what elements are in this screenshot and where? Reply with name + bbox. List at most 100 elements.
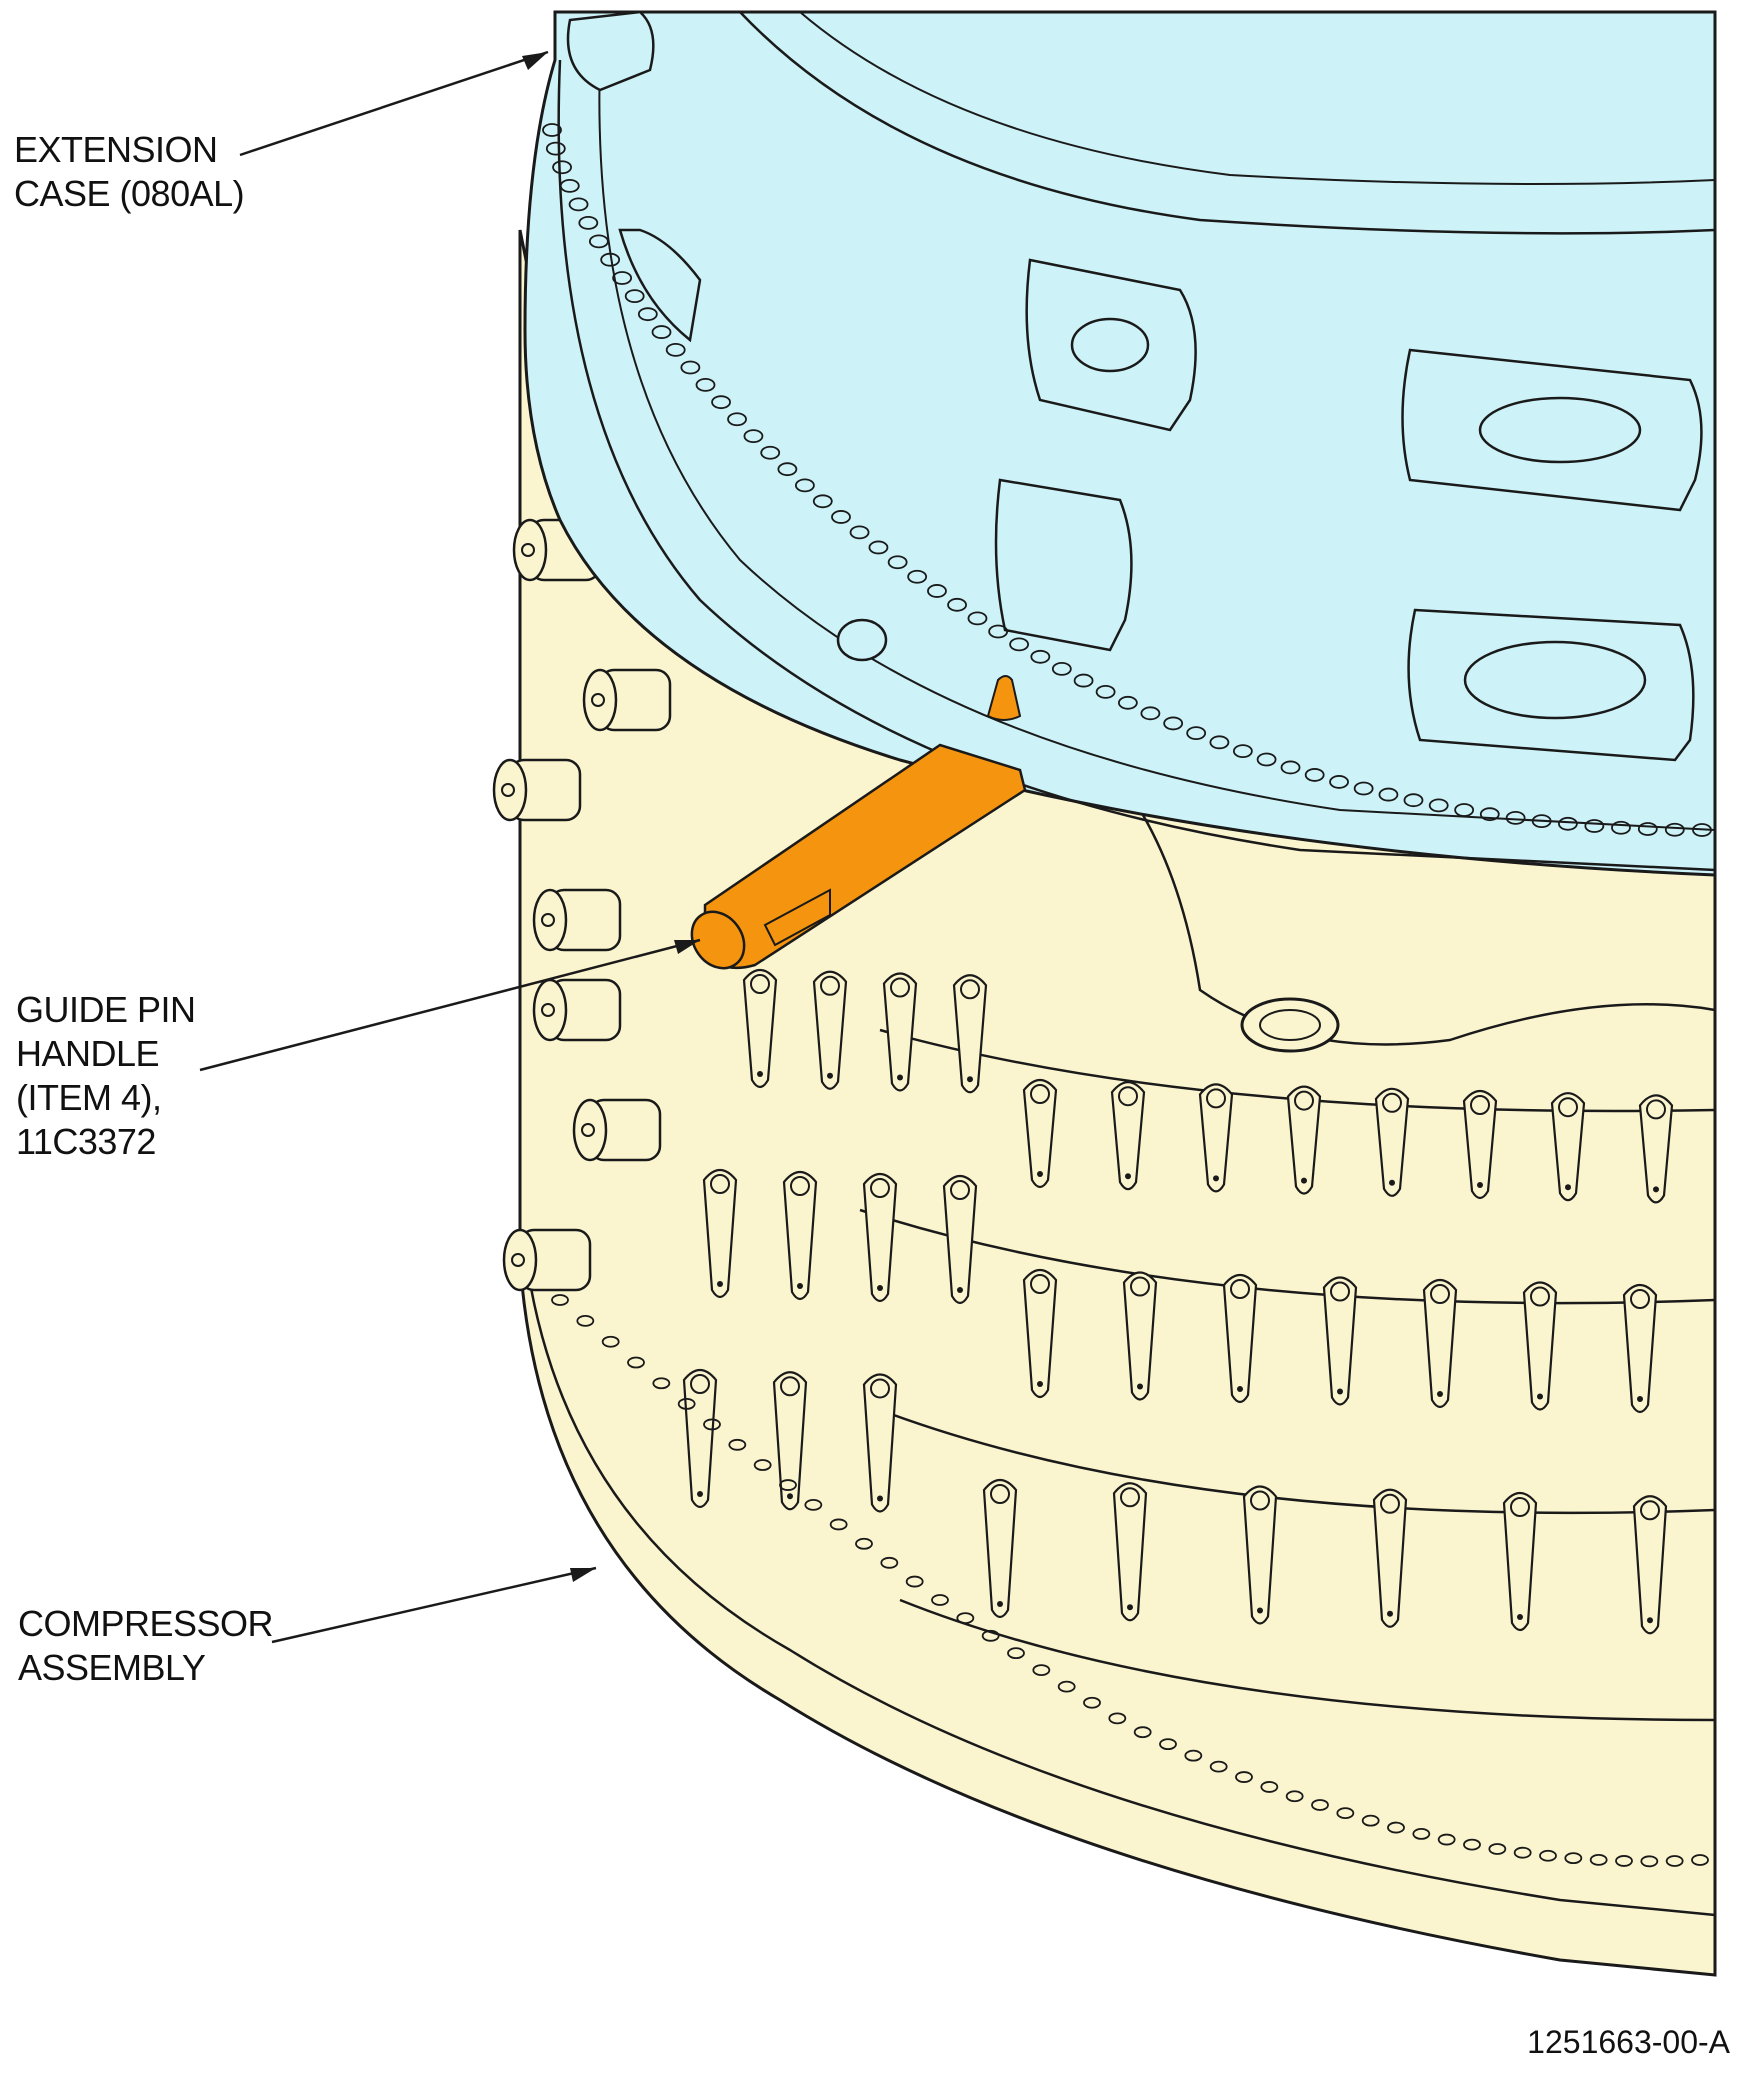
lever-pin-hole: [797, 1283, 803, 1289]
lever-arm: [772, 1371, 808, 1511]
lever-pin-hole: [1477, 1182, 1483, 1188]
lever-nut: [870, 1378, 890, 1399]
lever-arm: [1110, 1081, 1146, 1191]
actuator-bore: [541, 1003, 555, 1017]
lever-pin-hole: [1237, 1386, 1243, 1392]
case-bolt-hole: [1095, 684, 1116, 699]
lever-pin-hole: [787, 1493, 793, 1500]
flange-bolt-hole: [1387, 1821, 1405, 1834]
flange-bolt-hole: [931, 1594, 949, 1606]
lever-arm: [1322, 1276, 1358, 1406]
case-bolt-hole: [1117, 695, 1138, 710]
flange-bolt-hole: [905, 1575, 924, 1588]
lever-pin-hole: [1301, 1177, 1307, 1184]
lever-arm: [862, 1373, 898, 1513]
lever-arm: [952, 974, 988, 1094]
flange-bolt-hole: [956, 1612, 975, 1624]
case-bolt-hole: [868, 540, 889, 555]
lever-arm: [1502, 1491, 1538, 1632]
case-bolt-hole: [711, 395, 731, 410]
leader-lines: [199, 50, 701, 1644]
flange-bolt-hole: [1437, 1833, 1456, 1846]
mounting-pad: [1401, 348, 1703, 512]
flange-bolt-hole: [1564, 1852, 1583, 1865]
flange-bolt-hole: [804, 1498, 823, 1511]
boss-fitting-inner: [1259, 1009, 1321, 1041]
case-bolt-hole: [1051, 661, 1072, 676]
case-bolt-hole: [578, 216, 599, 230]
lever-nut: [890, 977, 910, 998]
flange-bolt-hole: [855, 1537, 873, 1550]
lever-nut: [960, 979, 980, 1000]
case-bolt-hole: [1611, 820, 1631, 835]
lever-arm: [1198, 1083, 1234, 1193]
case-bolt-hole: [849, 525, 870, 540]
guide-pin-handle: [690, 675, 1027, 970]
lever-arm: [882, 972, 918, 1092]
case-bolt-hole: [1531, 814, 1552, 828]
actuator-end-cap: [512, 518, 548, 582]
actuator-bore: [521, 543, 535, 557]
flange-bolt-hole: [981, 1629, 1000, 1642]
label-extension-case: EXTENSION CASE (080AL): [14, 129, 245, 214]
actuator-end-cap: [582, 668, 618, 732]
lever-pin-hole: [827, 1072, 833, 1079]
actuator-end-cap: [492, 758, 528, 822]
flange-bolt-hole: [1209, 1760, 1228, 1773]
lever-arm: [1638, 1094, 1674, 1204]
flange-bolt-hole: [1488, 1843, 1507, 1855]
lever-pin-hole: [1537, 1393, 1543, 1400]
case-bolt-hole: [1403, 793, 1424, 808]
lever-pin-hole: [1337, 1388, 1343, 1395]
lever-pin-hole: [1137, 1383, 1143, 1390]
lever-nut: [1470, 1095, 1490, 1115]
lever-pin-hole: [717, 1281, 723, 1287]
lever-nut: [1030, 1274, 1050, 1294]
flange-bolt-hole: [1083, 1696, 1101, 1709]
case-bolt-hole: [1428, 798, 1449, 813]
case-bolt-hole: [1454, 803, 1475, 817]
lever-pin-hole: [1387, 1610, 1393, 1617]
flange-bolt-hole: [1513, 1846, 1532, 1859]
flange-bolt-hole: [779, 1479, 797, 1491]
flange-bolt-hole: [1463, 1838, 1481, 1851]
lever-pin-hole: [1257, 1607, 1263, 1614]
case-bolt-hole: [1209, 735, 1230, 750]
lever-pin-hole: [1653, 1186, 1659, 1193]
lever-arm: [782, 1170, 818, 1301]
flange-bolt-hole: [1640, 1855, 1659, 1868]
lever-pin-hole: [1517, 1614, 1523, 1620]
case-bolt-hole: [552, 160, 572, 175]
case-bolt-hole: [1584, 819, 1605, 833]
case-bolt-hole: [988, 624, 1009, 639]
flange-bolt-hole: [1032, 1664, 1051, 1677]
case-bolt-hole: [1163, 716, 1184, 731]
lever-nut: [1230, 1279, 1250, 1299]
flange-bolt-hole: [1691, 1854, 1709, 1866]
lever-nut: [1030, 1084, 1050, 1104]
case-bolt-hole: [1378, 787, 1399, 802]
lever-pin-hole: [1647, 1617, 1653, 1624]
flange-bolt-hole: [1184, 1749, 1203, 1762]
guide-pin-handle-end: [690, 910, 746, 970]
case-bolt-hole: [637, 307, 658, 322]
case-bolt-hole: [665, 342, 686, 357]
lever-nut: [790, 1176, 810, 1196]
flange-bolt-hole: [880, 1556, 899, 1569]
guide-pin-tip: [986, 675, 1022, 721]
mounting-pad: [1407, 608, 1695, 762]
lever-nut: [780, 1376, 800, 1397]
case-bolt-hole: [624, 289, 645, 304]
lever-arm: [1374, 1087, 1410, 1197]
lever-nut: [690, 1374, 710, 1394]
lever-arm: [1222, 1273, 1258, 1404]
lever-arm: [1242, 1485, 1278, 1625]
flange-bolt-hole: [601, 1335, 620, 1348]
case-bolt-hole: [600, 252, 621, 267]
lever-arm: [862, 1172, 898, 1303]
case-bolt-hole: [927, 584, 947, 598]
actuator-end-cap: [532, 888, 568, 952]
case-bolt-hole: [1280, 760, 1301, 775]
case-bolt-hole: [1009, 637, 1030, 652]
